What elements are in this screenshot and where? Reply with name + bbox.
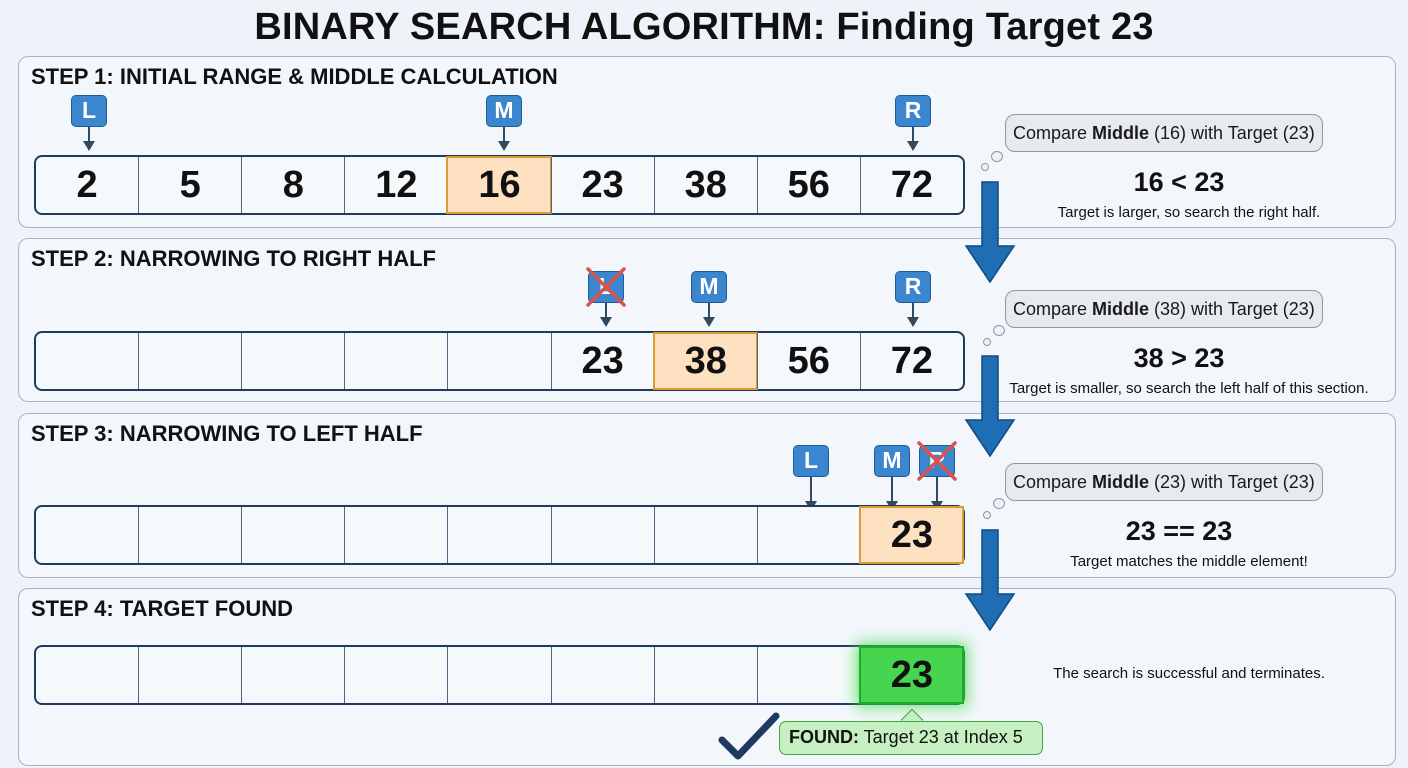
array-cell	[344, 333, 447, 389]
step-3-panel: STEP 3: NARROWING TO LEFT HALF L M R 23 …	[18, 413, 1396, 578]
array-cell	[756, 507, 860, 563]
array-cell: 72	[859, 333, 963, 389]
pointer-arrow-icon	[83, 141, 95, 151]
right-pointer-badge: R	[895, 95, 931, 127]
array-cell	[447, 647, 550, 703]
step-4-title: STEP 4: TARGET FOUND	[31, 596, 293, 621]
diagram-title: BINARY SEARCH ALGORITHM: Finding Target …	[254, 6, 1154, 48]
array-row: 2 5 8 12 16 23 38 56 72	[34, 155, 965, 215]
comparison-result: 16 < 23	[1133, 167, 1225, 197]
array-cell	[447, 507, 550, 563]
array-row: 23 38 56 72	[34, 331, 965, 391]
thought-dot	[983, 511, 991, 519]
array-cell: 12	[344, 157, 447, 213]
array-cell	[447, 333, 550, 389]
right-pointer-badge: R	[895, 271, 931, 303]
left-pointer-badge: L	[71, 95, 107, 127]
array-cell: 2	[76, 164, 98, 206]
comparison-bubble: Compare Middle (23) with Target (23)	[1005, 463, 1323, 501]
array-cell	[138, 507, 241, 563]
array-cell-middle: 16	[446, 156, 552, 214]
right-pointer: R	[895, 271, 931, 331]
array-cell	[550, 507, 654, 563]
array-cell: 56	[756, 157, 860, 213]
x-mark-icon	[917, 441, 957, 481]
comparison-bubble: Compare Middle (38) with Target (23)	[1005, 290, 1323, 328]
thought-dot	[981, 163, 989, 171]
left-pointer: L	[71, 95, 107, 155]
array-cell	[241, 647, 344, 703]
middle-pointer-badge: M	[691, 271, 727, 303]
array-cell	[36, 647, 138, 703]
array-cell: 38	[653, 157, 757, 213]
thought-dot	[991, 151, 1003, 162]
middle-pointer: M	[691, 271, 727, 331]
array-cell	[344, 647, 447, 703]
array-cell	[241, 333, 344, 389]
array-cell	[36, 507, 138, 563]
step-2-panel: STEP 2: NARROWING TO RIGHT HALF L M R 23…	[18, 238, 1396, 402]
step-note: Target is smaller, so search the left ha…	[1009, 380, 1369, 397]
array-row: 23	[34, 505, 965, 565]
array-cell-middle: 23	[858, 506, 964, 564]
step-4-panel: STEP 4: TARGET FOUND 23 The search is su…	[18, 588, 1396, 766]
pointer-arrow-icon	[907, 317, 919, 327]
comparison-result: 38 > 23	[1133, 343, 1225, 373]
left-pointer: L	[793, 445, 829, 511]
step-3-title: STEP 3: NARROWING TO LEFT HALF	[31, 421, 423, 446]
thought-dot	[993, 325, 1005, 336]
array-cell: 23	[550, 157, 654, 213]
array-cell: 8	[241, 157, 344, 213]
array-cell: 72	[859, 157, 963, 213]
array-cell	[138, 647, 241, 703]
left-pointer-badge: L	[793, 445, 829, 477]
array-cell	[138, 333, 241, 389]
array-cell	[653, 507, 757, 563]
right-pointer: R	[895, 95, 931, 155]
pointer-arrow-icon	[703, 317, 715, 327]
middle-pointer-badge: M	[486, 95, 522, 127]
left-pointer-eliminated: L	[586, 267, 626, 331]
x-mark-icon	[586, 267, 626, 307]
thought-dot	[993, 498, 1005, 509]
array-cell-found: 23	[858, 646, 964, 704]
down-arrow-icon	[964, 529, 1016, 632]
array-cell	[241, 507, 344, 563]
array-row: 23	[34, 645, 965, 705]
array-cell	[756, 647, 860, 703]
step-note: The search is successful and terminates.	[1053, 665, 1325, 682]
step-1-title: STEP 1: INITIAL RANGE & MIDDLE CALCULATI…	[31, 64, 558, 89]
down-arrow-icon	[964, 181, 1016, 284]
step-1-panel: STEP 1: INITIAL RANGE & MIDDLE CALCULATI…	[18, 56, 1396, 228]
pointer-arrow-icon	[498, 141, 510, 151]
pointer-arrow-icon	[907, 141, 919, 151]
array-cell: 23	[550, 333, 654, 389]
thought-dot	[983, 338, 991, 346]
step-2-title: STEP 2: NARROWING TO RIGHT HALF	[31, 246, 436, 271]
comparison-result: 23 == 23	[1125, 516, 1233, 546]
step-note: Target matches the middle element!	[1070, 553, 1308, 570]
pointer-arrow-icon	[600, 317, 612, 327]
array-cell	[36, 333, 138, 389]
array-cell	[344, 507, 447, 563]
step-note: Target is larger, so search the right ha…	[1057, 204, 1321, 221]
array-cell	[653, 647, 757, 703]
array-cell: 5	[138, 157, 241, 213]
middle-pointer: M	[874, 445, 910, 511]
down-arrow-icon	[964, 355, 1016, 458]
array-cell: 56	[756, 333, 860, 389]
checkmark-icon	[718, 712, 780, 760]
found-label: FOUND: Target 23 at Index 5	[779, 721, 1043, 755]
array-cell	[550, 647, 654, 703]
middle-pointer-badge: M	[874, 445, 910, 477]
right-pointer-eliminated: R	[917, 441, 957, 511]
array-cell-middle: 38	[652, 332, 758, 390]
comparison-bubble: Compare Middle (16) with Target (23)	[1005, 114, 1323, 152]
middle-pointer: M	[486, 95, 522, 155]
